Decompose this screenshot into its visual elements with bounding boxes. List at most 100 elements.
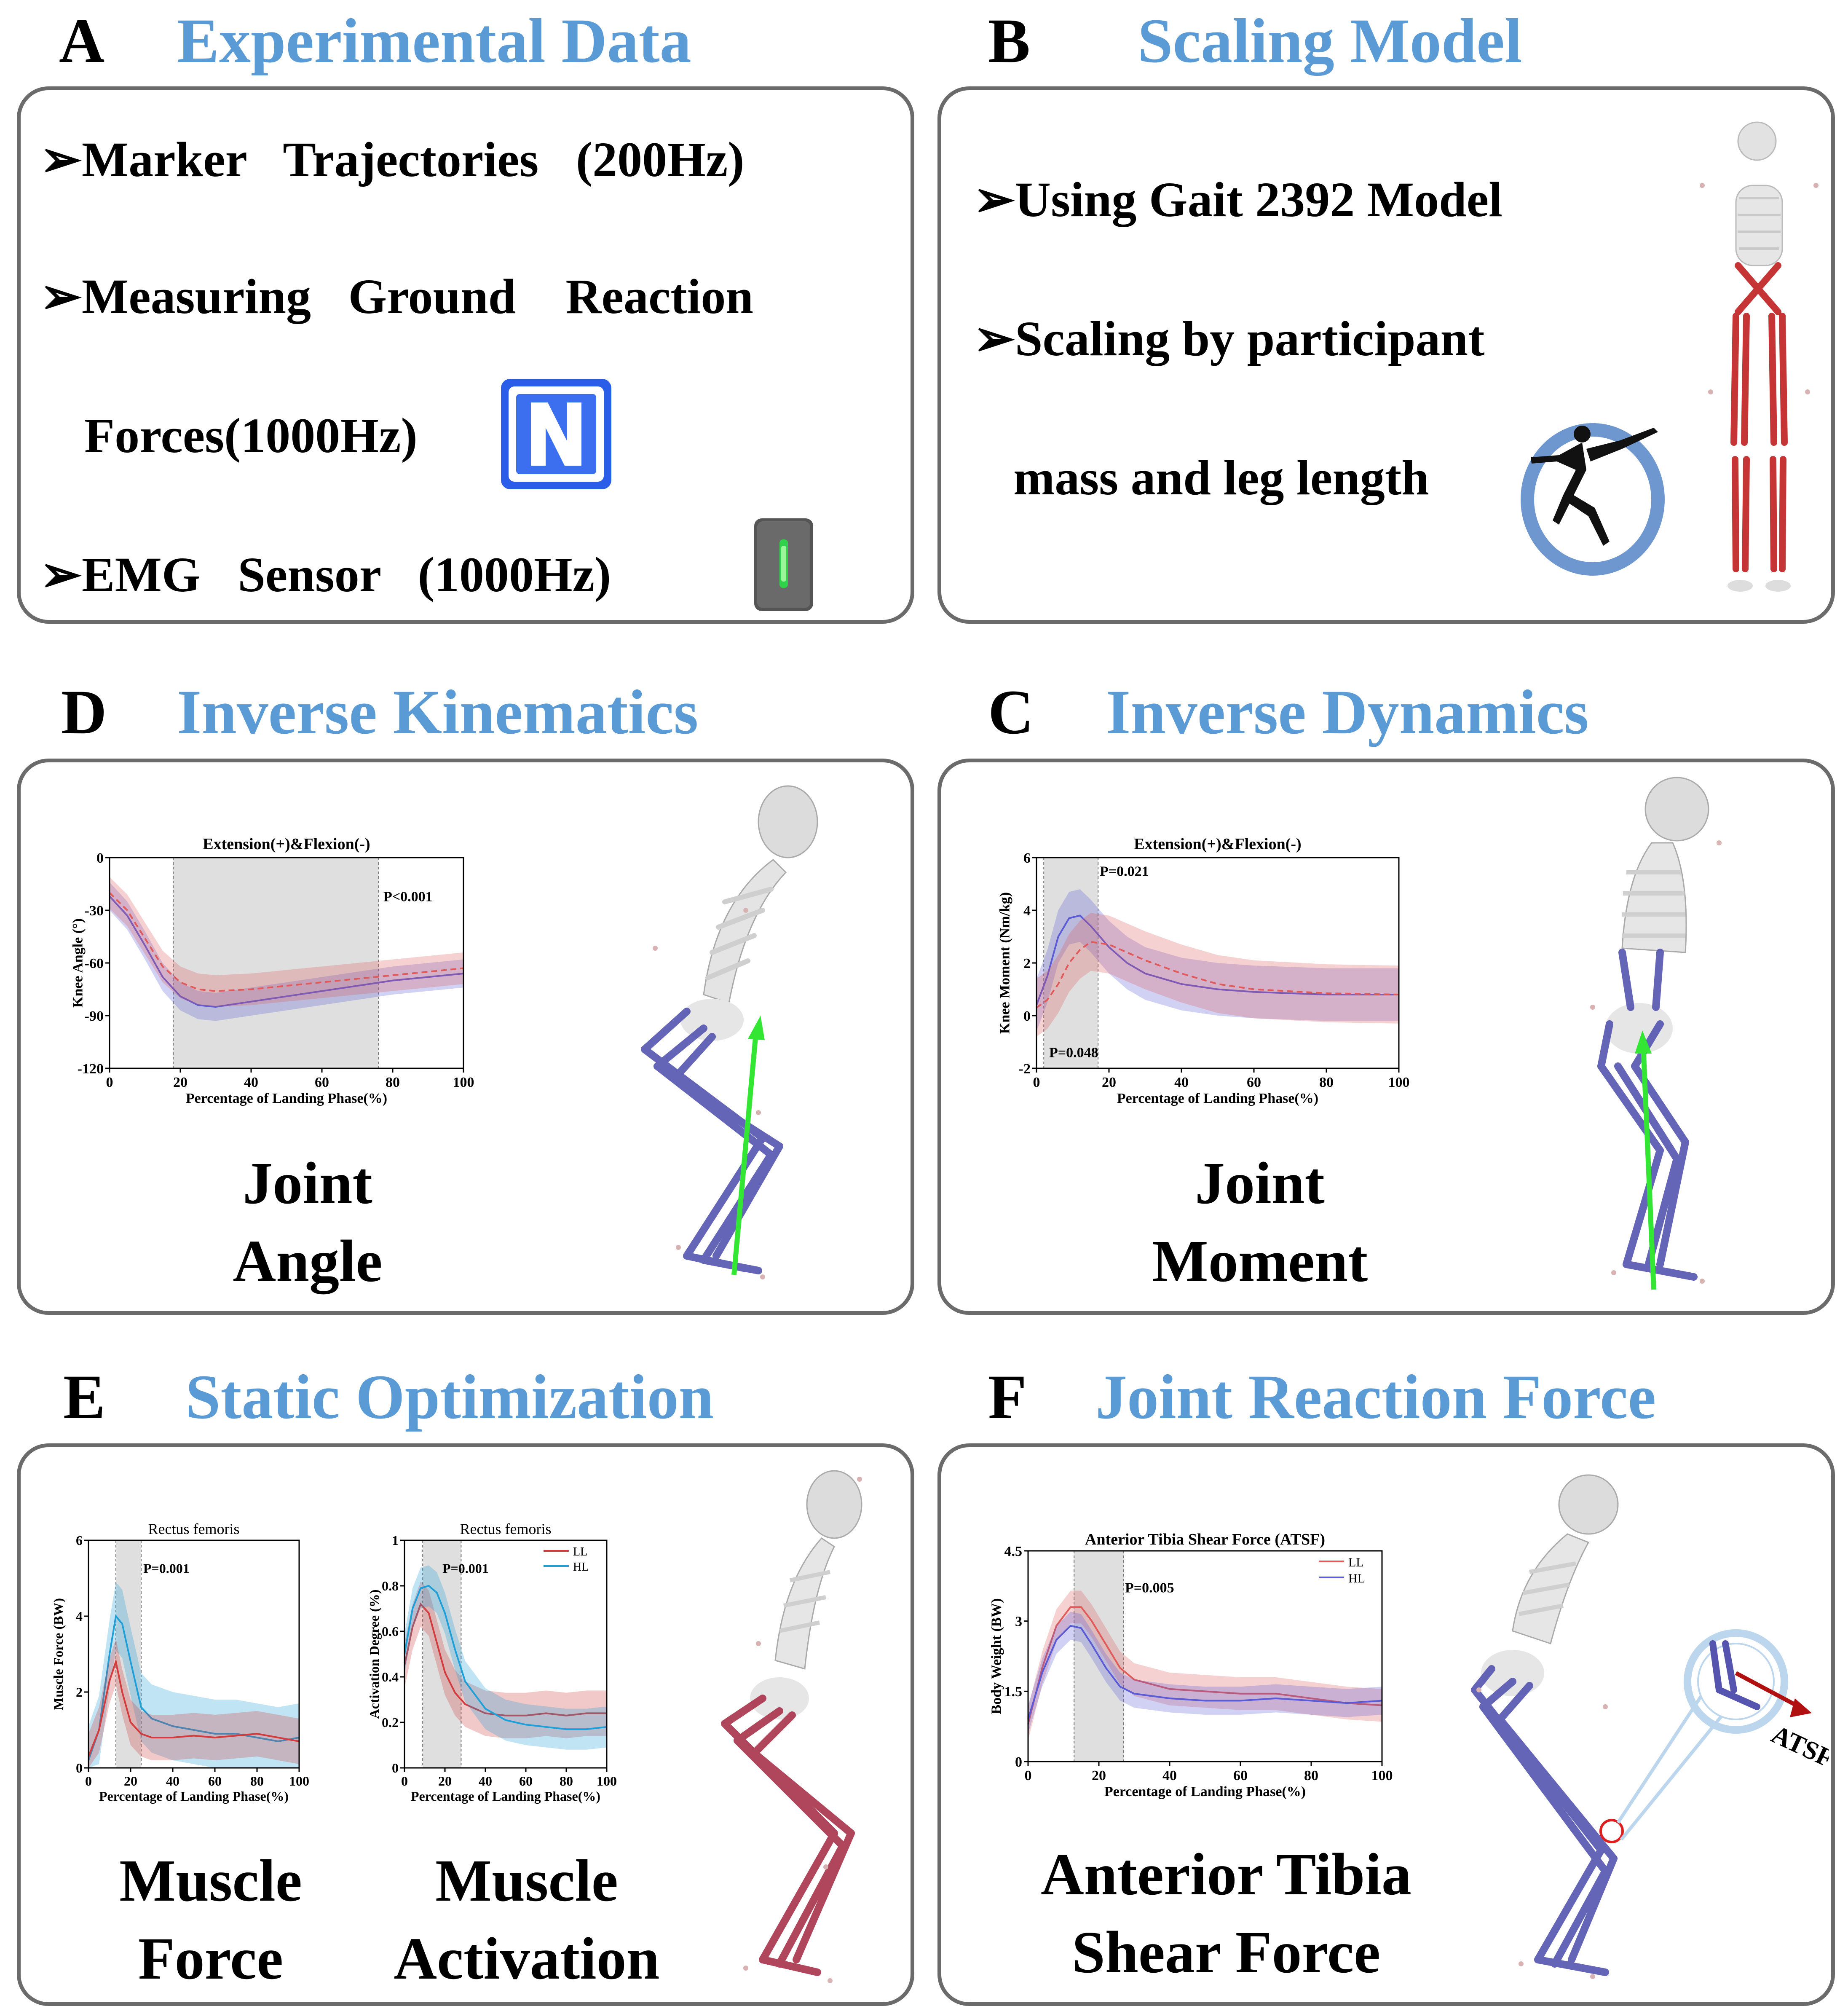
y-tick-label: 1 xyxy=(392,1533,399,1548)
plot-frame xyxy=(88,1539,300,1769)
panel-b xyxy=(937,86,1835,624)
x-tick-label: 100 xyxy=(453,1075,474,1090)
y-axis-label: Knee Angle (°) xyxy=(70,918,86,1008)
panel-c-letter: C xyxy=(988,677,1034,747)
y-tick-label: 2 xyxy=(76,1684,83,1700)
series-band xyxy=(1036,913,1399,1037)
y-tick-label: -2 xyxy=(1019,1061,1031,1077)
series-band xyxy=(110,877,463,1007)
plot-frame xyxy=(404,1539,608,1769)
x-tick-label: 20 xyxy=(1092,1768,1106,1783)
y-tick-label: 4.5 xyxy=(1004,1544,1023,1559)
x-axis-label: Percentage of Landing Phase(%) xyxy=(99,1789,289,1804)
caption-joint-angle: Joint Angle xyxy=(233,1150,383,1294)
x-tick-label: 60 xyxy=(1233,1768,1248,1783)
panel-a-letter: A xyxy=(59,6,105,76)
x-tick-label: 80 xyxy=(1304,1768,1318,1783)
x-axis-label: Percentage of Landing Phase(%) xyxy=(1117,1091,1318,1106)
bullet-scaling: ➢Scaling by participant xyxy=(973,311,1485,366)
squat-model-figure-f: ATSF xyxy=(1466,1471,1838,1993)
bullet-emg-sensor: ➢EMG Sensor (1000Hz) xyxy=(40,547,611,602)
squat-model-figure-d xyxy=(619,775,830,1294)
p-value-annotation: P=0.001 xyxy=(442,1561,489,1576)
panel-b-letter: B xyxy=(988,6,1031,76)
y-tick-label: -60 xyxy=(85,956,104,971)
panel-d-letter: D xyxy=(61,677,107,747)
squat-model-figure-e xyxy=(708,1462,906,1993)
y-tick-label: 1.5 xyxy=(1004,1684,1023,1700)
x-tick-label: 20 xyxy=(173,1075,187,1090)
panel-d-title: Inverse Kinematics xyxy=(177,677,699,747)
bullet-ground-reaction: ➢Measuring Ground Reaction xyxy=(40,269,754,324)
chart-title: Extension(+)&Flexion(-) xyxy=(203,835,370,853)
p-value-annotation: P=0.005 xyxy=(1125,1580,1174,1596)
y-tick-label: 0.6 xyxy=(382,1624,399,1639)
series-line xyxy=(88,1658,300,1757)
series-line xyxy=(109,896,464,1008)
y-tick-label: 2 xyxy=(1023,956,1031,971)
y-tick-label: 0.4 xyxy=(382,1669,399,1684)
y-axis-label: Muscle Force (BW) xyxy=(51,1598,66,1710)
caption-anterior-tibia: Anterior Tibia Shear Force xyxy=(1041,1841,1411,1985)
chart-title: Rectus femoris xyxy=(460,1521,552,1537)
significance-shade xyxy=(423,1540,461,1768)
x-tick-label: 20 xyxy=(124,1773,137,1789)
panel-c-title: Inverse Dynamics xyxy=(1106,677,1589,747)
p-value-annotation: P=0.021 xyxy=(1100,864,1149,880)
x-tick-label: 60 xyxy=(315,1075,329,1090)
full-body-model-figure xyxy=(1694,114,1833,603)
x-tick-label: 100 xyxy=(289,1773,309,1789)
x-tick-label: 40 xyxy=(1174,1075,1189,1090)
y-tick-label: 4 xyxy=(76,1609,83,1624)
y-tick-label: 0 xyxy=(1023,1008,1031,1024)
series-band xyxy=(1028,1590,1382,1740)
panel-a-title: Experimental Data xyxy=(177,6,691,76)
x-tick-label: 0 xyxy=(1025,1768,1032,1783)
arrow-bullet-icon: ➢ xyxy=(40,132,82,187)
x-tick-label: 100 xyxy=(1388,1075,1410,1090)
chart-title: Anterior Tibia Shear Force (ATSF) xyxy=(1085,1531,1325,1548)
y-tick-label: 0 xyxy=(96,850,104,866)
x-tick-label: 100 xyxy=(597,1773,617,1789)
caption-joint-moment: Joint Moment xyxy=(1152,1150,1368,1294)
series-band xyxy=(1028,1612,1382,1734)
emg-sensor-icon xyxy=(752,516,815,613)
x-tick-label: 20 xyxy=(438,1773,452,1789)
series-band xyxy=(1036,889,1399,1032)
x-tick-label: 0 xyxy=(1033,1075,1040,1090)
panel-e-title: Static Optimization xyxy=(185,1362,714,1432)
x-tick-label: 0 xyxy=(106,1075,113,1090)
caption-muscle-force: Muscle Force xyxy=(119,1847,302,1992)
x-tick-label: 60 xyxy=(519,1773,533,1789)
x-tick-label: 40 xyxy=(244,1075,258,1090)
chart-title: Rectus femoris xyxy=(148,1521,240,1537)
y-axis-label: Knee Moment (Nm/kg) xyxy=(997,892,1012,1034)
x-tick-label: 20 xyxy=(1102,1075,1116,1090)
bullet-mass-leg: mass and leg length xyxy=(1013,450,1429,505)
panel-e-letter: E xyxy=(63,1362,106,1432)
series-line xyxy=(404,1585,607,1730)
series-band xyxy=(110,882,463,1021)
y-tick-label: 6 xyxy=(76,1533,83,1548)
x-tick-label: 80 xyxy=(386,1075,400,1090)
arrow-bullet-icon: ➢ xyxy=(973,311,1015,366)
plot-frame xyxy=(1027,1550,1383,1762)
squat-model-figure-c xyxy=(1576,771,1786,1294)
series-band xyxy=(404,1565,607,1750)
x-tick-label: 40 xyxy=(166,1773,179,1789)
series-line xyxy=(1027,1606,1382,1724)
x-axis-label: Percentage of Landing Phase(%) xyxy=(1104,1784,1306,1799)
series-band xyxy=(88,1639,299,1768)
p-value-annotation: P<0.001 xyxy=(383,889,433,905)
y-tick-label: -90 xyxy=(85,1008,104,1024)
series-line xyxy=(109,892,464,992)
panel-b-title: Scaling Model xyxy=(1138,6,1522,76)
y-tick-label: -30 xyxy=(85,903,104,919)
legend-label: LL xyxy=(1348,1555,1364,1569)
arrow-bullet-icon: ➢ xyxy=(973,172,1015,227)
x-axis-label: Percentage of Landing Phase(%) xyxy=(411,1789,600,1804)
caption-muscle-activation: Muscle Activation xyxy=(394,1847,660,1992)
